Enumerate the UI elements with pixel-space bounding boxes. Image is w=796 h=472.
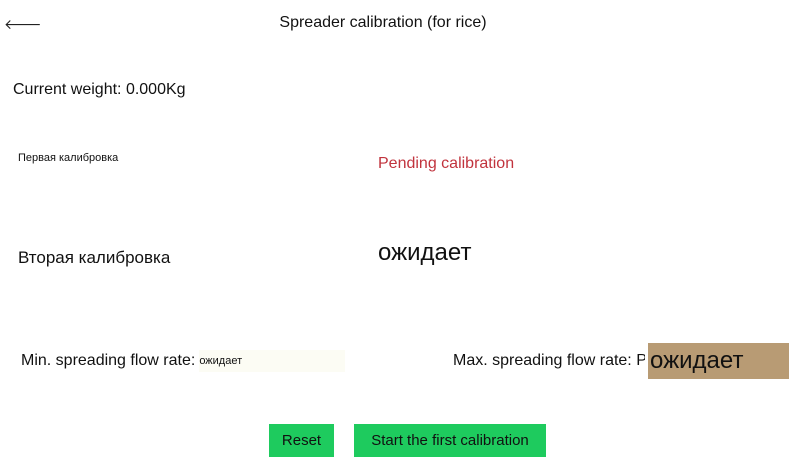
second-calibration-label: Вторая калибровка — [18, 248, 171, 267]
min-flow-rate: Min. spreading flow rate: ожидает — [21, 350, 346, 372]
arrow-left-icon: 🡐 — [4, 16, 42, 32]
first-calibration-status: Pending calibration — [378, 155, 515, 172]
second-calibration-status: ожидает — [378, 239, 472, 266]
reset-button[interactable]: Reset — [269, 424, 334, 457]
max-flow-rate-value: ожидает — [648, 343, 789, 379]
back-button[interactable]: 🡐 — [4, 14, 42, 34]
page-title: Spreader calibration (for rice) — [279, 14, 487, 31]
min-flow-rate-label: Min. spreading flow rate: — [21, 352, 196, 369]
max-flow-rate-label: Max. spreading flow rate: P — [453, 352, 645, 369]
first-calibration-label: Первая калибровка — [18, 152, 119, 164]
start-first-calibration-button[interactable]: Start the first calibration — [354, 424, 546, 457]
current-weight: Current weight: 0.000Kg — [13, 81, 186, 98]
min-flow-rate-value: ожидает — [199, 350, 346, 372]
